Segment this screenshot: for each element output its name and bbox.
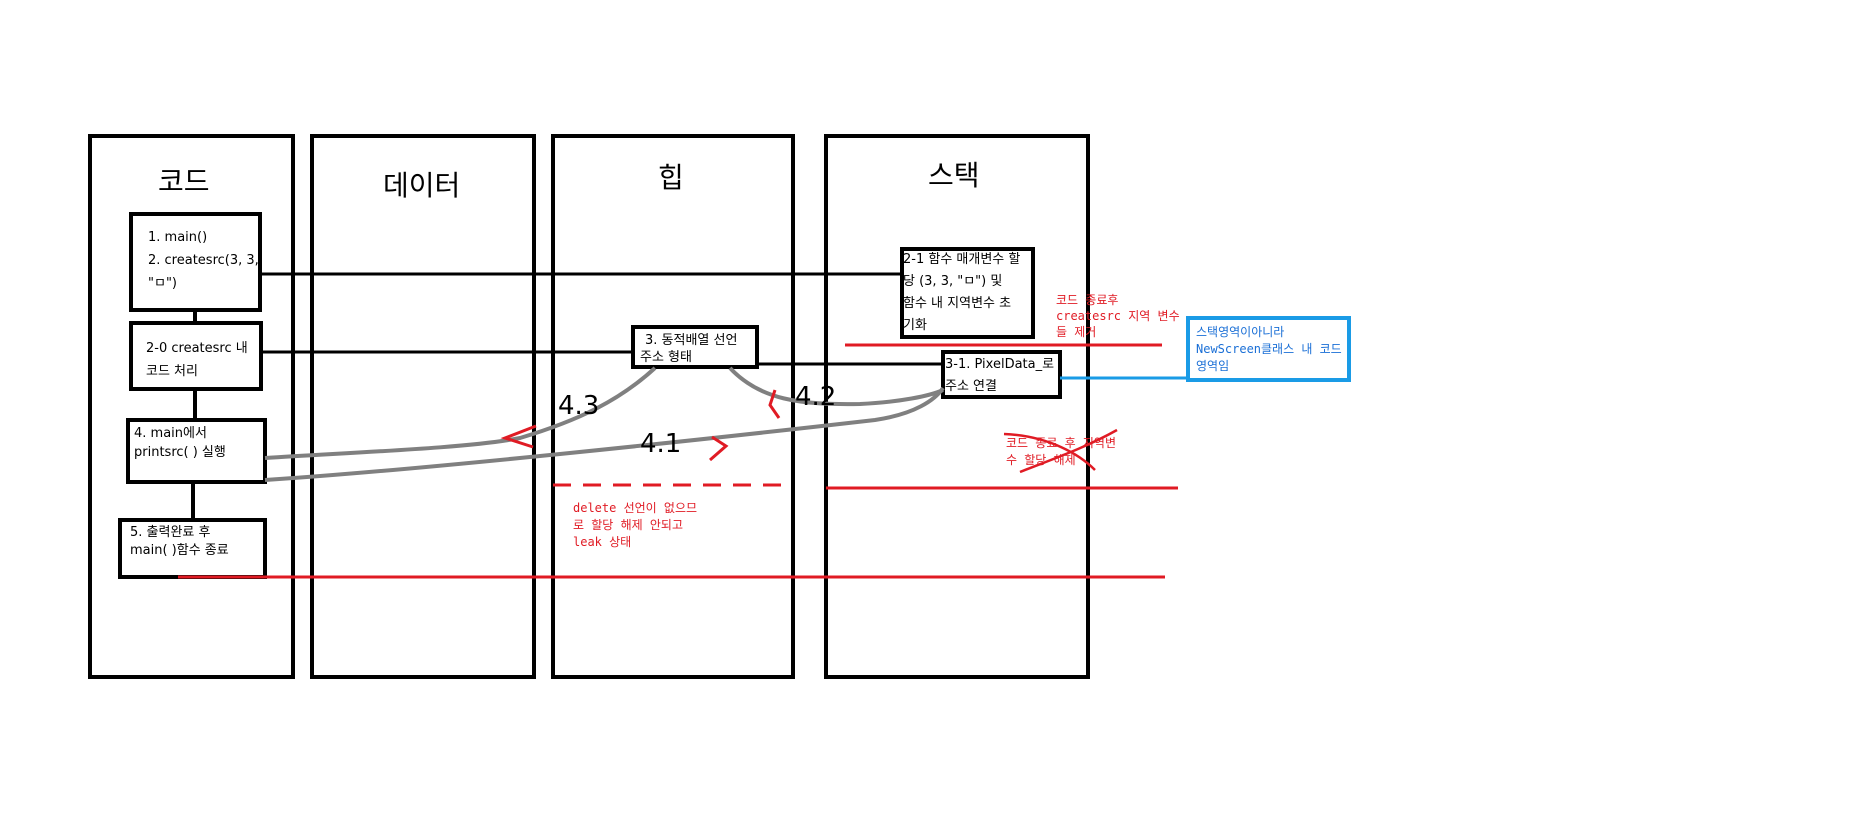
step2-line1: 2-0 createsrc 내: [146, 341, 248, 356]
step5-line2: main( )함수 종료: [130, 543, 229, 558]
blue-note-box: [1186, 316, 1351, 382]
heap-column-title: 힙: [658, 161, 684, 194]
code-column-title: 코드: [158, 165, 210, 198]
step5-line1: 5. 출력완료 후: [130, 525, 211, 540]
heap-box-line2: 주소 형태: [640, 350, 692, 365]
arrow-4-2-head: [768, 389, 781, 419]
blue-note-line3: 영역임: [1196, 359, 1229, 373]
red-note-top-line2: createsrc 지역 변수: [1056, 309, 1180, 323]
code-column: [88, 134, 295, 679]
step1-line1: 1. main(): [148, 230, 207, 245]
stack-pixeldata-line1: 3-1. PixelData_로: [945, 357, 1054, 372]
heap-column: [551, 134, 795, 679]
step1-box: [129, 212, 262, 312]
blue-note-line2: NewScreen클래스 내 코드: [1196, 342, 1342, 356]
stack-pixeldata-line2: 주소 연결: [945, 379, 997, 394]
arrow-label-4-2: 4.2: [795, 382, 836, 412]
stack-params-line2: 당 (3, 3, "ㅁ") 및: [903, 274, 1002, 289]
red-strike-note-line1: 코드 종료 후 지역변: [1006, 436, 1116, 450]
arrow-4-2-curve: [728, 366, 944, 407]
step4-line1: 4. main에서: [134, 426, 207, 441]
step4-line2: printsrc( ) 실행: [134, 444, 226, 460]
arrow-4-3-head: [500, 424, 537, 449]
data-column-title: 데이터: [383, 169, 460, 202]
arrow-label-4-1: 4.1: [640, 429, 681, 459]
red-heap-note-line3: leak 상태: [573, 535, 631, 549]
heap-array-box: [631, 325, 759, 369]
step2-box: [129, 321, 263, 391]
step2-line2: 코드 처리: [146, 364, 198, 379]
stack-params-box: [900, 247, 1035, 339]
stack-params-line1: 2-1 함수 매개변수 할: [903, 252, 1020, 267]
stack-params-line4: 기화: [903, 318, 927, 333]
arrow-4-1-head: [709, 435, 729, 462]
red-heap-note-line1: delete 선언이 없으므: [573, 501, 697, 515]
data-column: [310, 134, 536, 679]
red-heap-note-line2: 로 할당 해제 안되고: [573, 518, 683, 532]
stack-column-title: 스택: [928, 159, 980, 192]
red-note-top-line3: 들 제거: [1056, 325, 1096, 339]
step4-box: [126, 418, 267, 484]
arrow-4-1-curve: [264, 386, 945, 482]
blue-note-line1: 스택영역이아니라: [1196, 325, 1284, 339]
step5-box: [118, 518, 267, 579]
step1-line3: "ㅁ"): [148, 276, 177, 291]
stack-params-line3: 함수 내 지역변수 초: [903, 296, 1011, 311]
stack-pixeldata-box: [941, 350, 1062, 399]
step1-line2: 2. createsrc(3, 3,: [148, 253, 259, 268]
red-strike-x: [1003, 428, 1118, 474]
stack-column: [824, 134, 1090, 679]
arrow-label-4-3: 4.3: [558, 391, 599, 421]
red-note-top-line1: 코드 종료후: [1056, 293, 1118, 307]
heap-box-line1: 3. 동적배열 선언: [645, 333, 737, 348]
